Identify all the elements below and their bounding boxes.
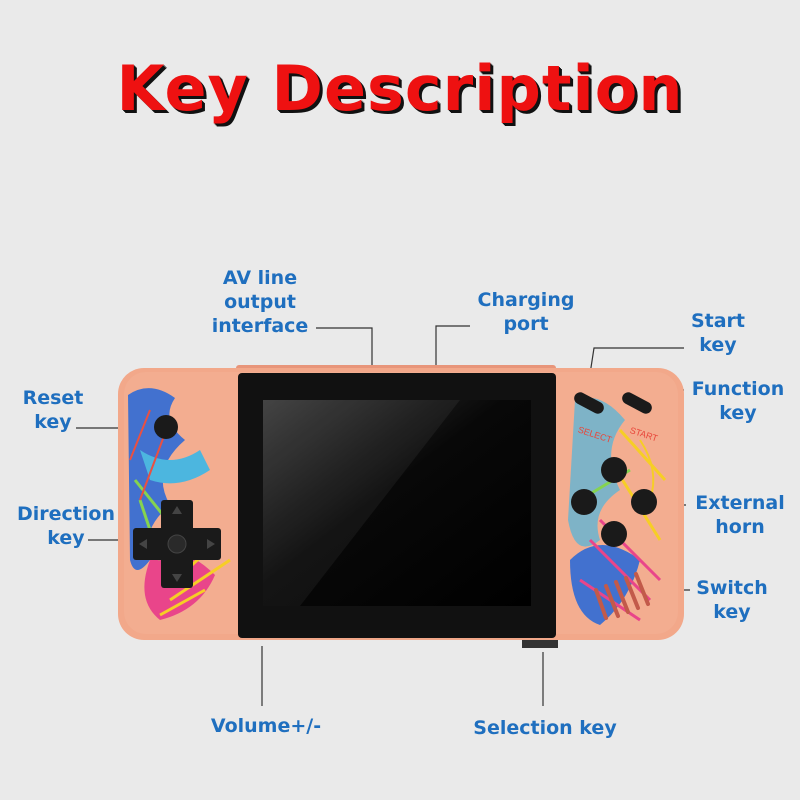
label-selection-key: Selection key — [473, 717, 617, 739]
reset-button — [154, 415, 178, 439]
label-external-horn: External horn — [695, 492, 785, 538]
leader-av-line — [316, 327, 373, 368]
leader-charging-port — [435, 325, 470, 368]
label-av-line: AV line output interface — [211, 267, 309, 337]
label-direction-key: Direction key — [17, 503, 115, 549]
action-button-right — [631, 489, 657, 515]
direction-pad — [133, 500, 221, 588]
label-function-key: Function key — [691, 378, 785, 424]
action-button-top — [601, 457, 627, 483]
action-button-left — [571, 489, 597, 515]
action-button-bottom — [601, 521, 627, 547]
action-buttons — [571, 457, 657, 547]
speaker-grille — [594, 572, 650, 620]
label-charging-port: Charging port — [477, 289, 575, 335]
label-reset-key: Reset key — [22, 387, 84, 433]
select-button — [574, 392, 604, 414]
page-title: Key Description — [116, 52, 684, 125]
volume-wheel — [522, 640, 558, 648]
start-button — [622, 392, 652, 414]
console-body — [118, 365, 684, 648]
screen-display — [263, 400, 531, 606]
label-start-key: Start key — [690, 310, 746, 356]
label-switch-key: Switch key — [696, 577, 768, 623]
label-volume: Volume+/- — [210, 715, 322, 737]
